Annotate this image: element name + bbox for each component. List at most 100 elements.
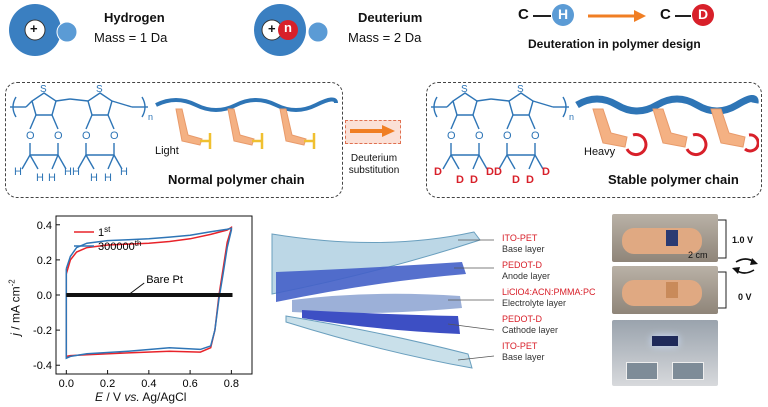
deuterium-mass: Mass = 2 Da <box>348 30 422 45</box>
d-symbol: D <box>698 6 709 22</box>
hydrogen-name: Hydrogen <box>104 10 165 25</box>
electrolyte-layer <box>292 293 462 314</box>
x-tick-label: 0.6 <box>182 378 197 390</box>
y-tick-label: 0.4 <box>37 220 52 232</box>
d-label: D <box>542 166 550 178</box>
y-tick-label: 0.0 <box>37 290 52 302</box>
y-tick-label: 0.2 <box>37 255 52 267</box>
ring-atom-s: S <box>40 84 47 95</box>
h-label: H <box>48 172 56 184</box>
substitution-arrow-icon <box>350 125 395 137</box>
x-tick-label: 0.2 <box>100 378 115 390</box>
voltage-switch-indicator <box>718 219 758 309</box>
layer-name: PEDOT-D <box>502 260 543 270</box>
deuterium-nucleus-symbol: + <box>268 21 276 36</box>
normal-chain-label: Normal polymer chain <box>168 172 305 187</box>
h-label: H <box>104 172 112 184</box>
deuterium-atom-icon <box>254 4 329 56</box>
stable-chain-label: Stable polymer chain <box>608 172 739 187</box>
neutron-symbol: n <box>284 20 292 35</box>
heavy-label: Heavy <box>584 146 616 158</box>
d-circle-icon <box>692 4 714 26</box>
svg-text:O: O <box>531 130 540 142</box>
hydrogen-mass: Mass = 1 Da <box>94 30 168 45</box>
hydrogen-nucleus-symbol: + <box>30 21 38 36</box>
anode-layer <box>276 262 466 302</box>
stable-polymer-panel <box>426 82 762 198</box>
layer-name: LiClO4:ACN:PMMA:PC <box>502 287 596 297</box>
h-label: H <box>90 172 98 184</box>
deuterium-name: Deuterium <box>358 10 423 25</box>
orange-arrow-icon <box>588 10 646 22</box>
legend-label: 300000th <box>98 239 141 253</box>
x-tick-label: 0.4 <box>141 378 156 390</box>
substitution-label-line2: substitution <box>348 165 400 176</box>
d-label: D <box>470 174 478 186</box>
bond-line <box>533 15 551 17</box>
d-label: D <box>494 166 502 178</box>
device-stack-illustration <box>271 231 495 369</box>
series-line-bare-pt <box>66 293 233 297</box>
h-circle-icon <box>552 4 574 26</box>
svg-text:O: O <box>503 130 512 142</box>
y-axis-label: j / mA cm-2 <box>7 279 23 336</box>
c-right: C <box>660 6 671 23</box>
h-label: H <box>120 166 128 178</box>
annotation-bare-pt: Bare Pt <box>146 274 183 286</box>
voltage-on-label: 1.0 V <box>732 235 754 245</box>
layer-role: Electrolyte layer <box>502 298 567 308</box>
voltage-off-label: 0 V <box>738 292 752 302</box>
h-label: H <box>14 166 22 178</box>
d-label: D <box>434 166 442 178</box>
device-photo <box>612 320 718 386</box>
layer-name: ITO-PET <box>502 341 538 351</box>
h-symbol: H <box>558 6 569 22</box>
layer-role: Base layer <box>502 244 545 254</box>
d-label: D <box>526 174 534 186</box>
svg-text:O: O <box>82 130 91 142</box>
y-tick-label: -0.4 <box>33 360 52 372</box>
layer-label-1: PEDOT-D Anode layer <box>502 260 550 282</box>
light-label: Light <box>155 145 179 157</box>
bottom-base-layer <box>285 315 473 369</box>
y-tick-label: -0.2 <box>33 325 52 337</box>
d-label: D <box>456 174 464 186</box>
bond-line <box>675 15 691 17</box>
wrist-photo-on <box>612 214 718 262</box>
hydrogen-atom-icon <box>9 4 78 56</box>
ring-atom-s: S <box>96 84 103 95</box>
svg-text:O: O <box>54 130 63 142</box>
layer-role: Cathode layer <box>502 325 559 335</box>
layer-role: Base layer <box>502 352 545 362</box>
cathode-layer <box>302 310 460 334</box>
x-axis-label: E / V vs. Ag/AgCl <box>95 390 187 404</box>
annotation-leader <box>127 282 145 296</box>
deuteration-caption: Deuteration in polymer design <box>528 37 701 51</box>
layer-role: Anode layer <box>502 271 551 281</box>
x-tick-label: 0.0 <box>59 378 74 390</box>
svg-text:O: O <box>110 130 119 142</box>
layer-label-4: ITO-PET Base layer <box>502 341 545 363</box>
layer-name: ITO-PET <box>502 233 538 243</box>
layer-name: PEDOT-D <box>502 314 543 324</box>
series-line-300000th <box>65 227 233 360</box>
substitution-label-line1: Deuterium <box>350 153 398 164</box>
svg-text:O: O <box>475 130 484 142</box>
scale-label: 2 cm <box>688 250 708 260</box>
layer-label-0: ITO-PET Base layer <box>502 233 545 255</box>
ring-atom-s: S <box>461 84 468 95</box>
d-label: D <box>512 174 520 186</box>
ring-atom-s: S <box>517 84 524 95</box>
wrist-photo-off <box>612 266 718 314</box>
h-label: H <box>64 166 72 178</box>
x-tick-label: 0.8 <box>224 378 239 390</box>
h-label: H <box>72 166 80 178</box>
c-left: C <box>518 6 529 23</box>
subscript-n: n <box>148 112 154 122</box>
d-label: D <box>486 166 494 178</box>
layer-label-3: PEDOT-D Cathode layer <box>502 314 558 336</box>
h-label: H <box>36 172 44 184</box>
normal-polymer-panel <box>5 82 343 198</box>
